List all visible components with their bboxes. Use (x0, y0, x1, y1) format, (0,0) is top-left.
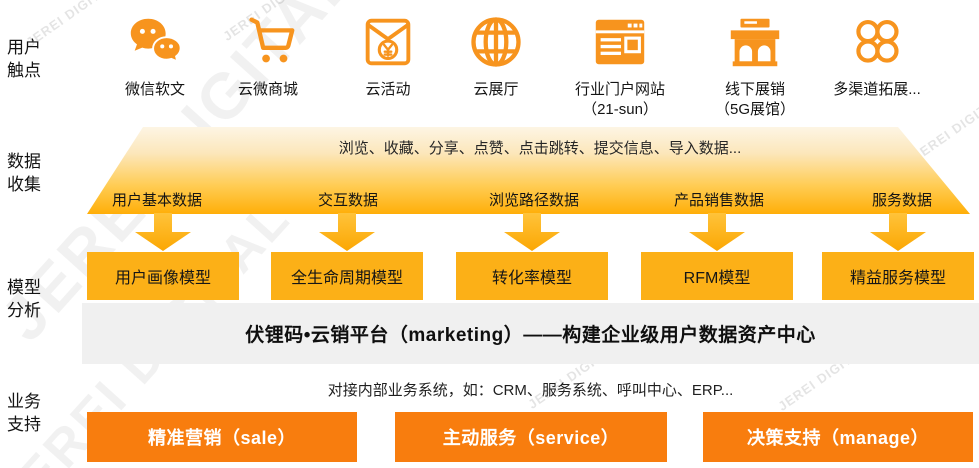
clover-icon (807, 10, 947, 74)
down-arrow-icon (504, 213, 560, 251)
touchpoint-label: 微信软文 (124, 81, 185, 98)
touchpoint-activity: 云活动 (318, 10, 458, 100)
touchpoint-label: 多渠道拓展... (833, 81, 921, 98)
red-envelope-icon (318, 10, 458, 74)
touchpoint-label: 行业门户网站（21-sun） (574, 81, 665, 118)
stage-label-data-collection: 数据收集 (7, 152, 41, 194)
model-box-lifecycle: 全生命周期模型 (271, 252, 423, 300)
touchpoint-mall: 云微商城 (198, 10, 338, 100)
storefront-icon (685, 10, 825, 74)
funnel-data-label: 用户基本数据 (111, 192, 203, 209)
touchpoint-portal: 行业门户网站（21-sun） (550, 10, 690, 120)
touchpoint-label: 云活动 (365, 81, 411, 98)
business-button-manage: 决策支持（manage） (703, 412, 973, 462)
down-arrow-icon (319, 213, 375, 251)
model-box-rfm: RFM模型 (641, 252, 793, 300)
down-arrow-icon (689, 213, 745, 251)
down-arrow-icon (135, 213, 191, 251)
stage-label-business-support: 业务支持 (7, 392, 41, 434)
down-arrow-icon (870, 213, 926, 251)
model-box-lean-service: 精益服务模型 (822, 252, 974, 300)
funnel-actions-text: 浏览、收藏、分享、点赞、点击跳转、提交信息、导入数据... (338, 140, 742, 157)
touchpoint-multichannel: 多渠道拓展... (807, 10, 947, 100)
model-box-user-portrait: 用户画像模型 (87, 252, 239, 300)
funnel-data-label: 交互数据 (317, 192, 379, 209)
touchpoint-offline-expo: 线下展销（5G展馆） (685, 10, 825, 120)
touchpoint-wechat: 微信软文 (85, 10, 225, 100)
platform-title-bar: 伏锂码•云销平台（marketing）——构建企业级用户数据资产中心 (82, 303, 979, 364)
globe-icon (426, 10, 566, 74)
wechat-icon (85, 10, 225, 74)
portal-site-icon (550, 10, 690, 74)
funnel-data-label: 浏览路径数据 (488, 192, 580, 209)
data-collection-funnel: 浏览、收藏、分享、点赞、点击跳转、提交信息、导入数据... 用户基本数据 交互数… (87, 127, 970, 214)
touchpoint-label: 线下展销（5G展馆） (714, 81, 795, 118)
touchpoint-label: 云微商城 (237, 81, 298, 98)
funnel-data-label: 服务数据 (871, 192, 933, 209)
stage-label-touchpoints: 用户触点 (7, 38, 41, 80)
touchpoint-showroom: 云展厅 (426, 10, 566, 100)
touchpoint-label: 云展厅 (473, 81, 519, 98)
funnel-data-label: 产品销售数据 (673, 192, 765, 209)
business-button-service: 主动服务（service） (395, 412, 667, 462)
model-box-conversion: 转化率模型 (456, 252, 608, 300)
stage-label-model-analysis: 模型分析 (7, 278, 41, 320)
integration-text: 对接内部业务系统，如：CRM、服务系统、呼叫中心、ERP... (327, 382, 734, 399)
watermark: JEREI DIGITAL (910, 91, 979, 164)
business-button-sale: 精准营销（sale） (87, 412, 357, 462)
cart-icon (198, 10, 338, 74)
platform-title: 伏锂码•云销平台（marketing）——构建企业级用户数据资产中心 (245, 325, 816, 346)
